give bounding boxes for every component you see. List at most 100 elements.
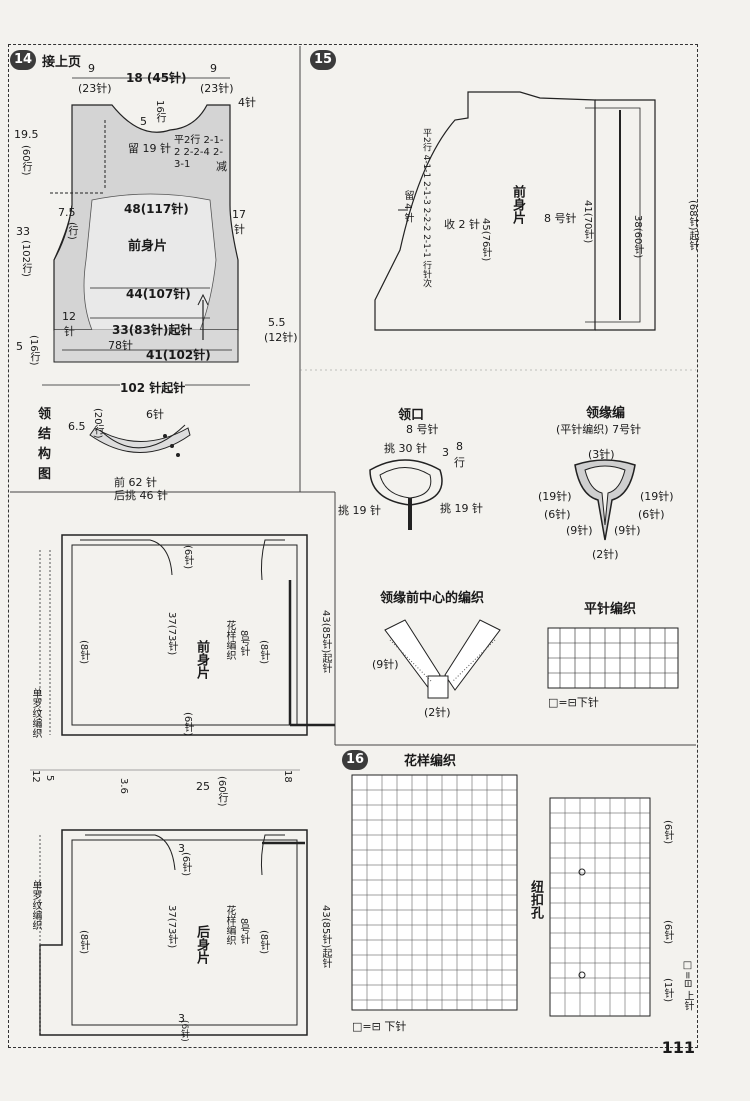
sec16-pattern-title: 花样编织 (404, 754, 457, 769)
sec14-neck-rows: 16行 (154, 100, 165, 123)
left-mid-36: 3.6 (118, 778, 129, 794)
sec15-edge-9r: (9针) (614, 524, 641, 537)
sec15-edge-2: (2针) (592, 548, 619, 561)
sec14-continued-label: 接上页 (42, 55, 82, 70)
sec14-h195-rows: (60行) (20, 145, 31, 176)
left-mid-12: 12 (30, 770, 41, 783)
sec15-st41: 41(70针) (582, 200, 593, 244)
sec15-plain-grid (547, 627, 679, 689)
sec14-collar-title: 领结构图 (38, 407, 52, 482)
sec15-center-title: 领缘前中心的编织 (380, 591, 485, 606)
sec14-badge: 14 (10, 50, 36, 70)
sec15-mid-open: 留 4 针 (402, 190, 413, 223)
sec14-top-left-st: (23针) (78, 82, 112, 95)
left-back-3b: 3 (178, 1012, 185, 1025)
sec14-side-17-unit: 针 (234, 223, 245, 236)
sec16-pattern-legend: □=⊟ 下针 (352, 1020, 407, 1033)
left-front-rib: 单罗纹编织 (30, 688, 41, 738)
sec15-front-name: 前身片 (510, 185, 525, 224)
sec14-side-12: 12 (62, 310, 76, 323)
sec15-plain-legend: □=⊟下针 (548, 696, 599, 709)
sec15-st68: (68针)起针 (687, 200, 698, 251)
sec15-front-body (374, 91, 656, 331)
left-back-6b: (6针) (179, 1020, 189, 1042)
sec15-neckline-title: 领口 (398, 408, 425, 423)
sec14-side-55-st: (12针) (264, 331, 298, 344)
left-front-8r: (8针) (258, 640, 269, 665)
sec14-side-55: 5.5 (268, 316, 286, 329)
sec14-w78: 78针 (108, 339, 133, 352)
sec16-btn-6a: (6针) (662, 820, 673, 845)
sec14-leave-st: 留 19 针 (128, 142, 171, 155)
sec14-w44: 44(107针) (126, 287, 191, 301)
left-mid-5: 5 (44, 775, 55, 782)
left-back-6a: (6针) (180, 852, 191, 877)
sec14-neck-depth: 5 (140, 115, 147, 128)
sec15-edge-title: 领缘编 (586, 406, 626, 421)
sec14-side-75: 7.5 (58, 206, 76, 219)
left-back-43: 43(85针)起针 (320, 905, 331, 969)
left-front-6b: (6针) (182, 712, 193, 737)
sec15-dec-2: 收 2 针 (444, 218, 480, 231)
sec14-top-right-st: (23针) (200, 82, 234, 95)
sec14-cast-on: 102 针起针 (120, 379, 186, 396)
left-back-37: 37(73针) (166, 905, 177, 949)
page-frame (8, 44, 698, 1048)
sec14-collar-rows: (20行) (92, 408, 103, 439)
sec14-collar-front: 前 62 针 (114, 476, 157, 489)
sec15-edge-3: (3针) (588, 448, 615, 461)
sec14-top-mid: 18 (45针) (126, 71, 187, 85)
sec15-edge-9l: (9针) (566, 524, 593, 537)
sec14-side-12-unit: 针 (64, 325, 75, 338)
sec15-badge: 15 (310, 50, 336, 70)
sec15-neck-3: 3 (442, 446, 449, 459)
sec14-top-right-cm: 9 (210, 62, 217, 75)
sec14-w48: 48(117针) (124, 202, 189, 216)
sec15-neck-8: 8 (456, 440, 463, 453)
sec14-w41: 41(102针) (146, 348, 211, 362)
left-front-6a: (6针) (182, 545, 193, 570)
page-number: 111 (661, 1038, 695, 1057)
left-front-8l: (8针) (78, 640, 89, 665)
left-front-name: 前身片 (194, 640, 209, 679)
sec15-collar-edge-shape (574, 459, 636, 541)
left-back-panel (30, 769, 308, 1036)
sec16-btn-1: (1针) (662, 978, 673, 1003)
sec15-pick30: 挑 30 针 (384, 442, 427, 455)
left-front-sub: 花样编织 (224, 620, 235, 660)
sec14-collar-6st: 6针 (146, 408, 164, 421)
sec14-front-body (42, 77, 250, 386)
sec16-btn-6b: (6针) (662, 920, 673, 945)
sec15-center-sketch (384, 619, 501, 699)
sec16-button-legend: □=⊟ 上针 (682, 960, 693, 1011)
sec14-dec-seq: 平2行 2-1-2 2-2-4 2-3-1 (174, 135, 224, 170)
left-back-name: 后身片 (194, 925, 209, 964)
sec15-front-needle: 8 号针 (544, 212, 577, 225)
sec14-dec-word: 减 (216, 160, 227, 173)
sec15-neckline-needle: 8 号针 (406, 423, 439, 436)
sec14-collar-shape (89, 424, 191, 457)
sec14-shoulder-st: 4针 (238, 96, 256, 109)
sec14-h33-rows: (102行) (20, 240, 31, 277)
sec14-side-75-rows: (行) (66, 222, 77, 240)
left-mid-60: (60行) (216, 776, 227, 807)
sec15-center-2: (2针) (424, 706, 451, 719)
sec14-collar-rows-cm: 6.5 (68, 420, 86, 433)
left-back-3a: 3 (178, 842, 185, 855)
sec14-h195: 19.5 (14, 128, 39, 141)
left-back-rib: 单罗纹编织 (30, 880, 41, 930)
sec14-h5: 5 (16, 340, 23, 353)
sec14-top-left-cm: 9 (88, 62, 95, 75)
left-front-43: 43(85针)起针 (320, 610, 331, 674)
left-back-needle: 8号针 (238, 918, 249, 945)
left-front-needle: 8号针 (238, 630, 249, 657)
sec14-side-17: 17 (232, 208, 246, 221)
left-mid-18: 18 (282, 770, 293, 783)
sec15-edge-6r: (6针) (638, 508, 665, 521)
left-front-panel (39, 534, 335, 736)
sec15-edge-19l: (19针) (538, 490, 572, 503)
sec15-pick19-left: 挑 19 针 (338, 504, 381, 517)
sec16-buttonhole-grid (549, 797, 651, 1017)
